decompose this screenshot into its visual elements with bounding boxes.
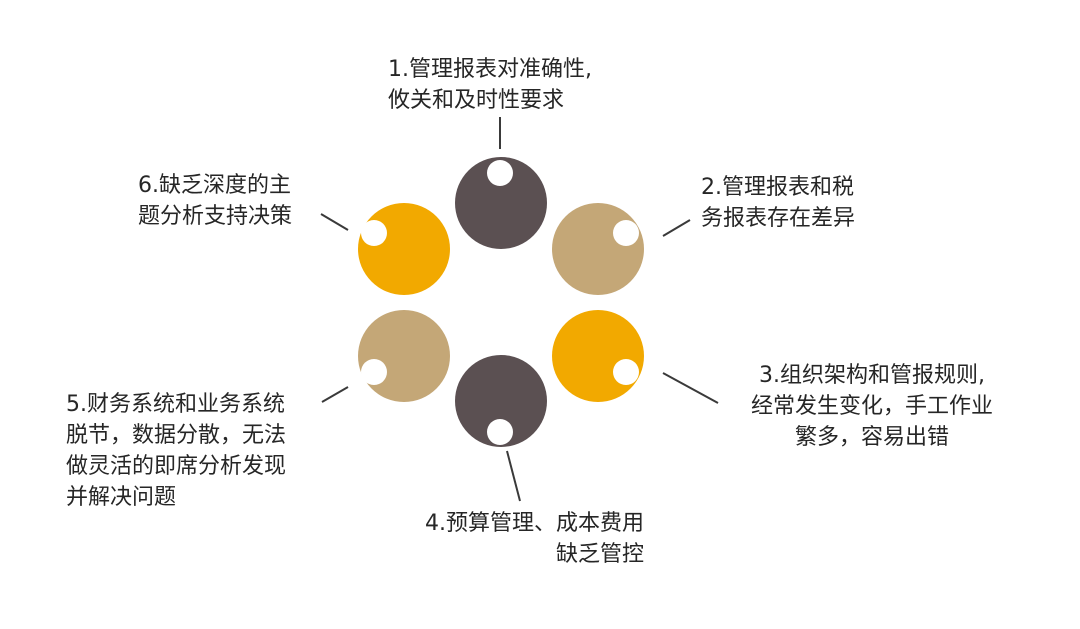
connector-3 [662,372,719,404]
node-6-dot [361,220,387,246]
node-6-label: 6.缺乏深度的主 题分析支持决策 [138,170,292,232]
node-6-label-line-2: 题分析支持决策 [138,204,293,229]
node-3-label-line-3: 繁多，容易出错 [794,425,949,450]
node-5-label-line-4: 并解决问题 [66,485,177,510]
node-2-label: 2.管理报表和税 务报表存在差异 [701,172,855,234]
connector-4 [506,450,521,502]
node-6-circle [358,203,450,295]
connector-5 [321,386,349,403]
node-4-label: 4.预算管理、成本费用 缺乏管控 [398,508,644,570]
node-3-dot [613,359,639,385]
node-2-circle [552,203,644,295]
node-1-dot [487,160,513,186]
node-4-label-line-2: 缺乏管控 [555,542,644,567]
node-4-circle [455,355,547,447]
connector-6 [320,213,349,231]
node-1-label-line-1: 1.管理报表对准确性, [388,57,592,82]
node-4-dot [487,419,513,445]
node-5-circle [358,310,450,402]
node-2-dot [613,220,639,246]
node-3-label-line-1: 3.组织架构和管报规则, [759,363,985,388]
node-1-label-line-2: 攸关和及时性要求 [388,88,565,113]
node-6-label-line-1: 6.缺乏深度的主 [138,173,291,198]
node-2-label-line-2: 务报表存在差异 [701,206,856,231]
node-3-circle [552,310,644,402]
node-1-circle [455,157,547,249]
node-5-label-line-1: 5.财务系统和业务系统 [66,392,285,417]
node-3-label: 3.组织架构和管报规则, 经常发生变化，手工作业 繁多，容易出错 [728,360,1016,453]
node-3-label-line-2: 经常发生变化，手工作业 [750,394,993,419]
connector-2 [662,219,691,237]
node-5-label-line-3: 做灵活的即席分析发现 [66,454,287,479]
node-5-label-line-2: 脱节，数据分散，无法 [66,423,287,448]
node-2-label-line-1: 2.管理报表和税 [701,175,854,200]
node-5-dot [361,359,387,385]
node-4-label-line-1: 4.预算管理、成本费用 [425,511,644,536]
node-5-label: 5.财务系统和业务系统 脱节，数据分散，无法 做灵活的即席分析发现 并解决问题 [66,389,286,513]
node-1-label: 1.管理报表对准确性, 攸关和及时性要求 [388,54,592,116]
